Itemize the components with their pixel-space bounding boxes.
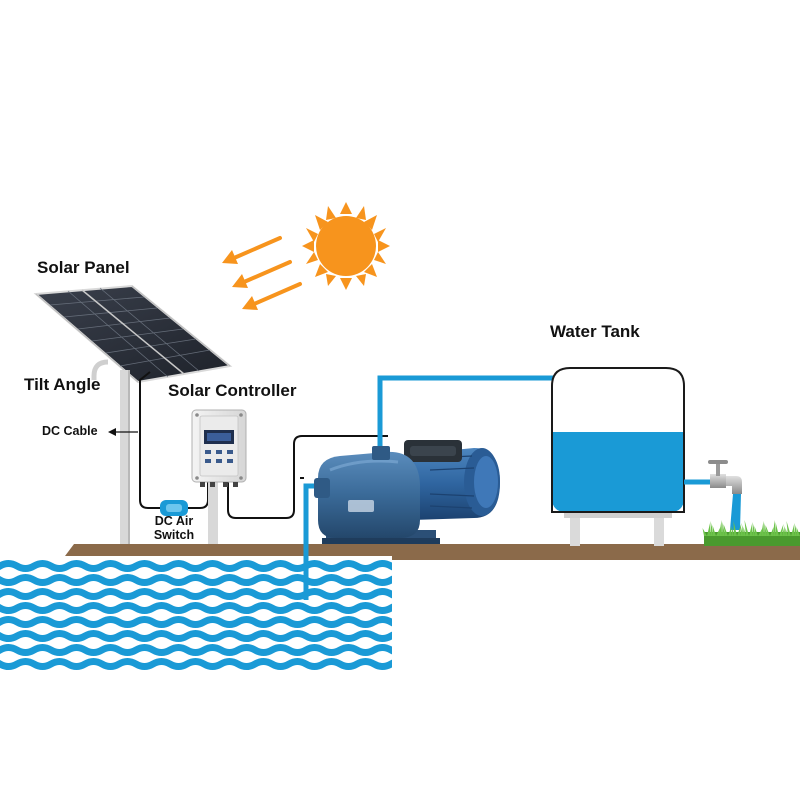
grass-blade (779, 524, 784, 536)
wave-line (0, 658, 392, 670)
grass-blade (749, 522, 753, 536)
solar-panel-icon (33, 284, 233, 384)
grass-blade (744, 520, 749, 536)
grass-blade (743, 527, 746, 536)
water-waves-icon (0, 556, 392, 678)
grass-blade (733, 521, 737, 536)
grass-blade (752, 524, 755, 536)
grass-blade (782, 526, 785, 536)
label-dc-air-switch-line2: Switch (153, 527, 195, 542)
grass-blade (712, 525, 716, 536)
wave-line (0, 560, 392, 572)
dc-cable (139, 371, 388, 519)
panel-pole (120, 370, 130, 546)
grass-blade (773, 520, 776, 536)
faucet-icon (708, 460, 742, 494)
wave-line (0, 616, 392, 628)
grass-blade (731, 528, 734, 536)
grass-blade (740, 525, 743, 536)
label-tilt-angle: Tilt Angle (24, 375, 101, 394)
discharge-pipe (377, 375, 584, 462)
water-tank-icon (551, 367, 685, 513)
wave-line (0, 644, 392, 656)
label-dc-air-switch: DC Air Switch (142, 514, 206, 543)
grass-blade (764, 523, 767, 536)
label-solar-panel: Solar Panel (37, 258, 130, 277)
grass-blade (775, 522, 779, 536)
grass-blade (794, 525, 797, 536)
grass-blade (761, 521, 764, 536)
pump-icon (314, 440, 500, 538)
grass-blade (786, 521, 791, 536)
grass-blade (770, 527, 774, 536)
tank-stand (564, 510, 672, 546)
sunlight-arrow-icon (222, 236, 302, 310)
grass-blade (754, 526, 758, 536)
label-water-tank: Water Tank (550, 322, 640, 341)
grass-blade (785, 528, 788, 536)
grass-blade (723, 524, 728, 536)
faucet-water-stream (730, 494, 741, 530)
grass-blade (791, 523, 795, 536)
controller-icon (191, 409, 247, 487)
grass-blade (728, 526, 732, 536)
grass-blade (765, 525, 770, 536)
grass-icon (702, 520, 800, 546)
label-dc-cable: DC Cable (42, 424, 98, 438)
wave-line (0, 630, 392, 642)
wave-line (0, 574, 392, 586)
controller-stand (208, 478, 218, 546)
wave-line (0, 602, 392, 614)
grass-blade (707, 521, 711, 536)
grass-blade (722, 522, 725, 536)
grass-blade (702, 528, 707, 536)
dc-cable-pointer-icon (108, 428, 138, 436)
air-switch-icon (160, 500, 188, 516)
grass-blade (719, 520, 722, 536)
wave-line (0, 588, 392, 600)
grass-blade (796, 527, 800, 536)
sun-icon (302, 202, 390, 290)
grass-blade (737, 523, 742, 536)
grass-blade (710, 523, 713, 536)
label-dc-air-switch-line1: DC Air (154, 514, 194, 528)
label-solar-controller: Solar Controller (168, 381, 297, 400)
